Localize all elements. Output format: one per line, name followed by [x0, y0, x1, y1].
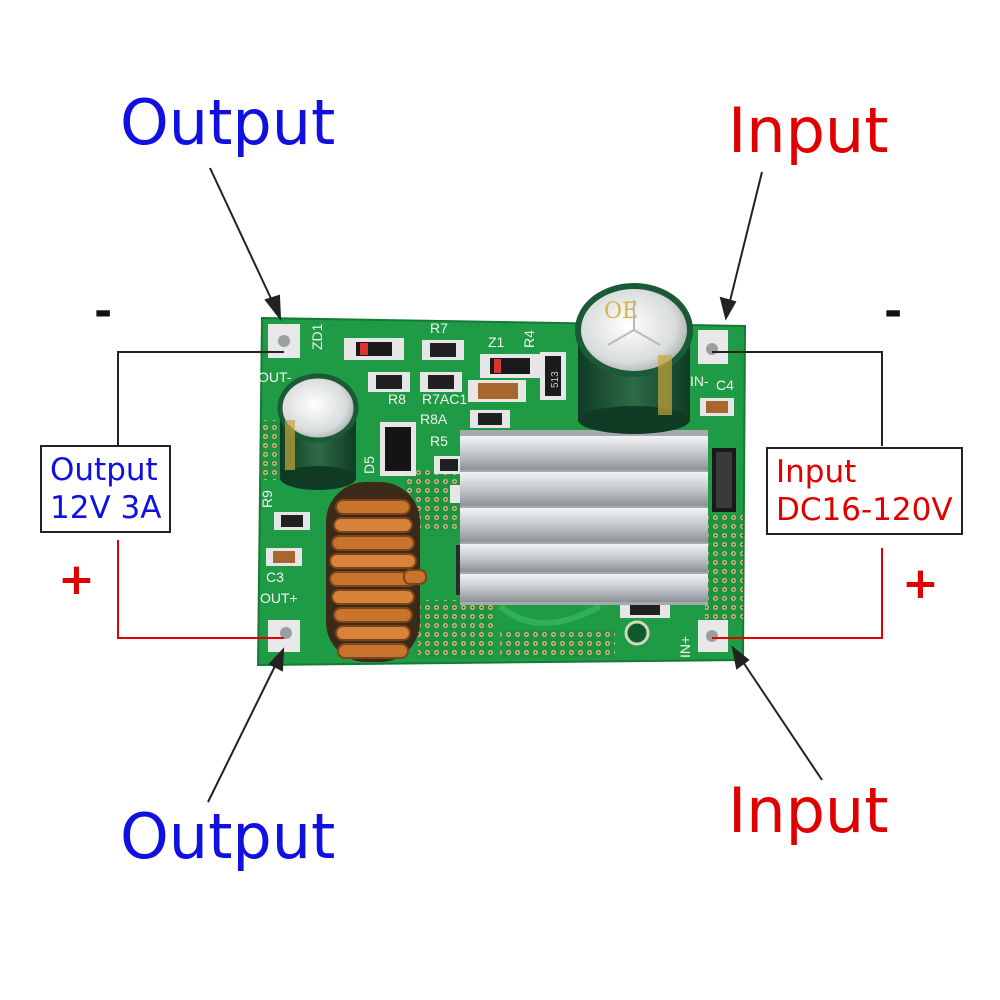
arrow-head	[268, 647, 285, 672]
cap-marking: OE	[604, 299, 638, 324]
silk-out-plus: OUT+	[260, 590, 298, 606]
arrows	[207, 167, 823, 803]
silk-r7: R7	[430, 320, 448, 336]
input-label-top: Input	[728, 94, 889, 167]
terminal-out-plus	[268, 620, 300, 652]
arrow-head	[264, 294, 282, 322]
silk-in-plus: IN+	[677, 636, 693, 658]
capacitor-input	[575, 283, 693, 434]
input-spec-line1: Input	[776, 454, 857, 490]
minus-sign-left: -	[94, 286, 113, 337]
smd-components	[266, 338, 734, 618]
silk-out-minus: OUT-	[258, 369, 292, 385]
wire-input-plus	[712, 548, 883, 639]
input-spec-box: Input DC16-120V	[766, 447, 963, 535]
output-label-top: Output	[120, 86, 336, 159]
silk-c4: C4	[716, 377, 734, 393]
inductor-coil	[326, 482, 427, 662]
wire-output-minus	[117, 351, 284, 446]
plus-sign-left: +	[58, 554, 95, 605]
silk-in-minus: IN-	[690, 373, 709, 389]
arrow-output-bottom	[207, 661, 278, 803]
output-label-bottom: Output	[120, 800, 336, 873]
arrow-head	[731, 645, 750, 670]
silk-z1: Z1	[488, 334, 505, 350]
perf-holes-left	[418, 600, 493, 658]
silk-r8: R8	[388, 391, 406, 407]
capacitor-output	[277, 373, 359, 490]
perf-holes-right	[705, 515, 743, 620]
silk-r4: R4	[521, 330, 537, 348]
arrow-head	[719, 296, 737, 321]
arrow-output-top	[209, 167, 275, 306]
heatsink	[456, 430, 736, 605]
terminal-in-plus	[698, 620, 728, 652]
arrow-input-bottom	[740, 658, 823, 781]
input-spec-line2: DC16-120V	[776, 492, 953, 528]
silk-d5: D5	[361, 456, 377, 474]
wire-output-plus	[117, 540, 284, 639]
minus-sign-right: -	[884, 286, 903, 337]
mounting-hole	[624, 620, 650, 646]
silk-c3: C3	[266, 569, 284, 585]
silk-zd1: ZD1	[309, 323, 325, 350]
silk-r8a: R8A	[420, 411, 448, 427]
terminal-in-minus	[698, 330, 728, 364]
arrow-input-top	[728, 171, 763, 306]
perf-holes-middle	[500, 630, 615, 658]
silkscreen: ZD1 R7 Z1 R4 OUT- R8 R7AC1 R8A R5 D5 R9 …	[258, 299, 734, 658]
wire-input-minus	[712, 351, 883, 446]
output-spec-line2: 12V 3A	[50, 490, 162, 526]
output-spec-line1: Output	[50, 452, 158, 488]
trace	[498, 603, 602, 626]
silk-r9: R9	[259, 490, 275, 508]
silk-r7ac1: R7AC1	[422, 391, 467, 407]
plus-sign-right: +	[902, 558, 939, 609]
perf-holes-edge	[262, 420, 284, 480]
silk-r5: R5	[430, 433, 448, 449]
ic-marking: 513	[550, 371, 561, 388]
wires	[117, 351, 883, 639]
output-spec-box: Output 12V 3A	[40, 445, 172, 533]
input-label-bottom: Input	[728, 774, 889, 847]
